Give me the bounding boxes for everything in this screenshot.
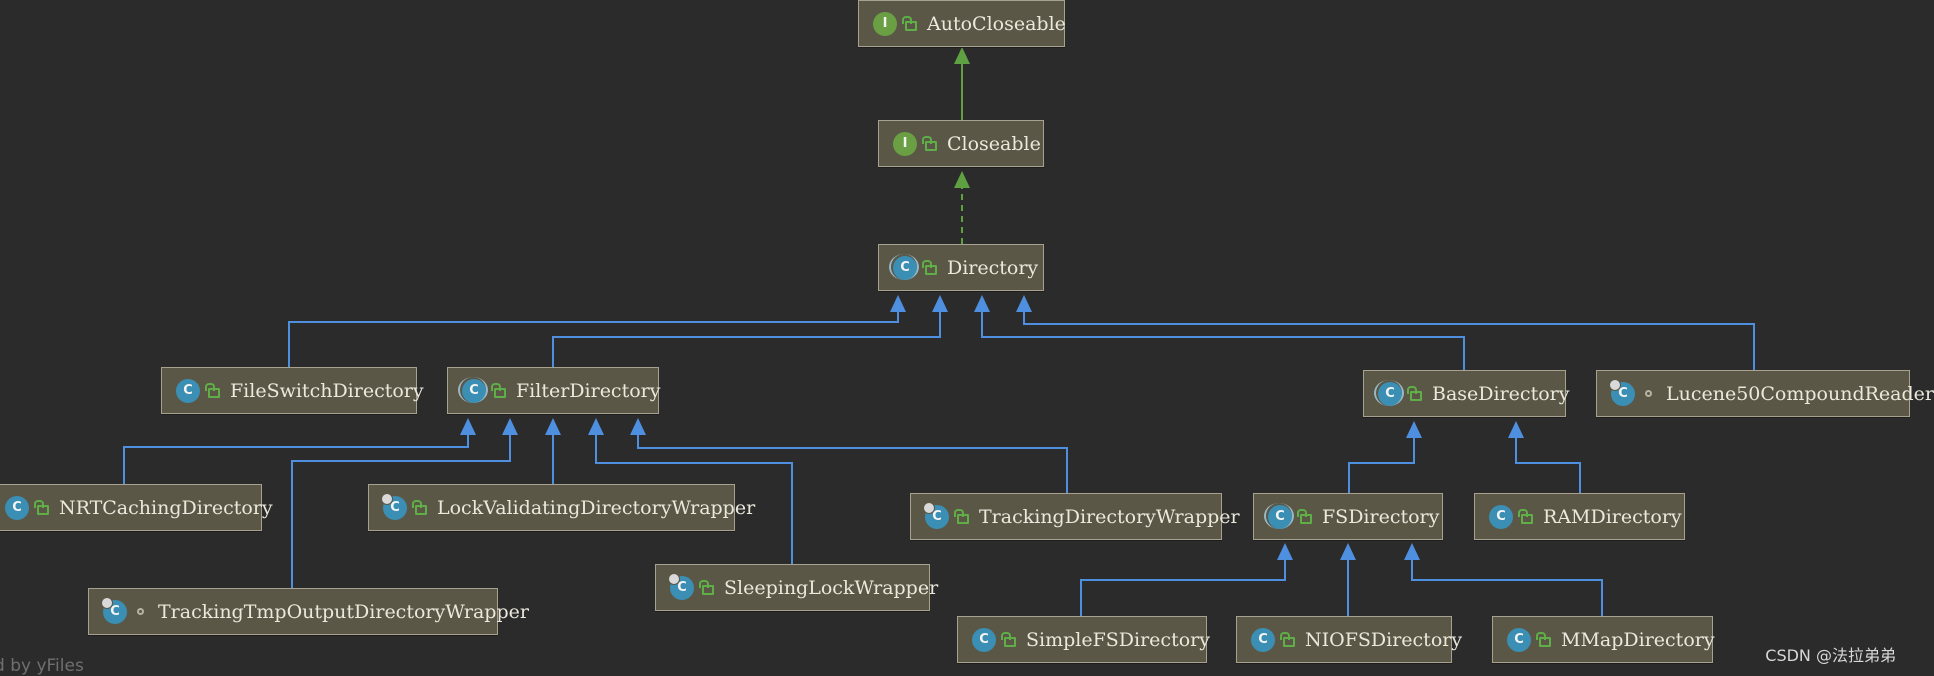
- edge-trackingtmp-filterdirectory: [291, 435, 511, 588]
- class-name: NIOFSDirectory: [1305, 628, 1463, 651]
- arrowhead-directory-4: [1016, 295, 1032, 312]
- class-node-directory[interactable]: C Directory: [878, 244, 1044, 291]
- class-node-closeable[interactable]: I Closeable: [878, 120, 1044, 167]
- arrowhead-filterdirectory-3: [545, 418, 561, 435]
- class-icon: C: [5, 495, 29, 520]
- public-lock-icon: [1536, 631, 1551, 647]
- class-node-lucene50compoundreader[interactable]: C Lucene50CompoundReader: [1596, 370, 1934, 417]
- class-name: TrackingTmpOutputDirectoryWrapper: [158, 600, 529, 623]
- class-icon: C: [1507, 627, 1531, 652]
- class-name: FileSwitchDirectory: [230, 379, 424, 402]
- class-name: FSDirectory: [1322, 505, 1440, 528]
- class-node-mmapdirectory[interactable]: C MMapDirectory: [1492, 616, 1715, 663]
- class-node-lockvalidatingdirectorywrapper[interactable]: C LockValidatingDirectoryWrapper: [368, 484, 755, 531]
- arrowhead-fsdirectory-1: [1277, 543, 1293, 560]
- edge-lucene50compoundreader-directory: [1023, 312, 1755, 370]
- public-lock-icon: [902, 15, 917, 31]
- class-icon: C: [668, 572, 694, 600]
- public-lock-icon: [491, 382, 506, 398]
- class-name: SleepingLockWrapper: [724, 576, 939, 599]
- class-name: Lucene50CompoundReader: [1666, 382, 1934, 405]
- arrowhead-filterdirectory-5: [630, 418, 646, 435]
- interface-icon: I: [873, 11, 897, 36]
- class-node-basedirectory[interactable]: C BaseDirectory: [1363, 370, 1570, 417]
- arrowhead-fsdirectory-2: [1340, 543, 1356, 560]
- public-lock-icon: [34, 499, 49, 515]
- class-name: RAMDirectory: [1543, 505, 1682, 528]
- class-node-niofsdirectory[interactable]: C NIOFSDirectory: [1236, 616, 1462, 663]
- public-lock-icon: [205, 382, 220, 398]
- class-icon: C: [972, 627, 996, 652]
- interface-icon: I: [893, 131, 917, 156]
- public-lock-icon: [412, 499, 427, 515]
- public-lock-icon: [699, 579, 714, 595]
- class-icon: C: [923, 501, 949, 529]
- public-lock-icon: [1001, 631, 1016, 647]
- abstract-class-icon: C: [889, 253, 919, 280]
- package-private-icon: [1645, 390, 1652, 397]
- class-icon: C: [381, 492, 407, 520]
- edge-nrtcachingdirectory-filterdirectory: [123, 435, 469, 484]
- class-name: MMapDirectory: [1561, 628, 1715, 651]
- arrowhead-directory-2: [932, 295, 948, 312]
- arrowhead-filterdirectory-1: [460, 418, 476, 435]
- class-name: BaseDirectory: [1432, 382, 1570, 405]
- public-lock-icon: [1280, 631, 1295, 647]
- public-lock-icon: [922, 259, 937, 275]
- arrowhead-fsdirectory-3: [1404, 543, 1420, 560]
- arrowhead-filterdirectory-4: [588, 418, 604, 435]
- arrowhead-closeable: [954, 171, 970, 188]
- abstract-class-icon: C: [458, 376, 488, 403]
- class-node-filterdirectory[interactable]: C FilterDirectory: [447, 367, 661, 414]
- class-node-nrtcachingdirectory[interactable]: C NRTCachingDirectory: [0, 484, 273, 531]
- class-name: FilterDirectory: [516, 379, 661, 402]
- class-icon: C: [101, 596, 127, 624]
- edge-mmapdirectory-fsdirectory: [1411, 560, 1603, 616]
- class-name: Directory: [947, 256, 1039, 279]
- arrowhead-filterdirectory-2: [502, 418, 518, 435]
- class-node-fileswitchdirectory[interactable]: C FileSwitchDirectory: [161, 367, 424, 414]
- edge-fileswitchdirectory-directory: [288, 312, 899, 367]
- edge-ramdirectory-basedirectory: [1515, 438, 1581, 493]
- class-icon: C: [1609, 378, 1635, 406]
- abstract-class-icon: C: [1264, 502, 1294, 529]
- class-name: Closeable: [947, 132, 1041, 155]
- public-lock-icon: [1297, 508, 1312, 524]
- arrowhead-basedirectory-1: [1406, 421, 1422, 438]
- arrowhead-autocloseable: [954, 47, 970, 64]
- public-lock-icon: [954, 508, 969, 524]
- arrowhead-basedirectory-2: [1508, 421, 1524, 438]
- arrowhead-directory-1: [890, 295, 906, 312]
- class-node-fsdirectory[interactable]: C FSDirectory: [1253, 493, 1443, 540]
- class-icon: C: [1251, 627, 1275, 652]
- edge-fsdirectory-basedirectory: [1348, 438, 1415, 493]
- abstract-class-icon: C: [1374, 379, 1404, 406]
- class-node-trackingdirectorywrapper[interactable]: C TrackingDirectoryWrapper: [910, 493, 1240, 540]
- edge-filterdirectory-directory: [552, 312, 941, 367]
- watermark: CSDN @法拉弟弟: [1765, 646, 1896, 665]
- class-name: TrackingDirectoryWrapper: [979, 505, 1240, 528]
- package-private-icon: [137, 608, 144, 615]
- class-icon: C: [176, 378, 200, 403]
- class-node-trackingtmpoutputdirectorywrapper[interactable]: C TrackingTmpOutputDirectoryWrapper: [88, 588, 529, 635]
- edge-basedirectory-directory: [981, 312, 1465, 370]
- footer-credit: d by yFiles: [0, 656, 84, 676]
- class-node-simplefsdirectory[interactable]: C SimpleFSDirectory: [957, 616, 1210, 663]
- edge-trackingdirectorywrapper-filterdirectory: [637, 435, 1068, 493]
- public-lock-icon: [1518, 508, 1533, 524]
- public-lock-icon: [1407, 385, 1422, 401]
- class-node-autocloseable[interactable]: I AutoCloseable: [858, 0, 1066, 47]
- edge-simplefsdirectory-fsdirectory: [1080, 560, 1286, 616]
- class-icon: C: [1489, 504, 1513, 529]
- edge-sleepinglock-filterdirectory: [595, 435, 793, 564]
- class-name: SimpleFSDirectory: [1026, 628, 1210, 651]
- arrowhead-directory-3: [974, 295, 990, 312]
- class-name: NRTCachingDirectory: [59, 496, 273, 519]
- class-name: AutoCloseable: [927, 12, 1066, 35]
- class-name: LockValidatingDirectoryWrapper: [437, 496, 756, 519]
- class-node-ramdirectory[interactable]: C RAMDirectory: [1474, 493, 1685, 540]
- public-lock-icon: [922, 135, 937, 151]
- class-node-sleepinglockwrapper[interactable]: C SleepingLockWrapper: [655, 564, 938, 611]
